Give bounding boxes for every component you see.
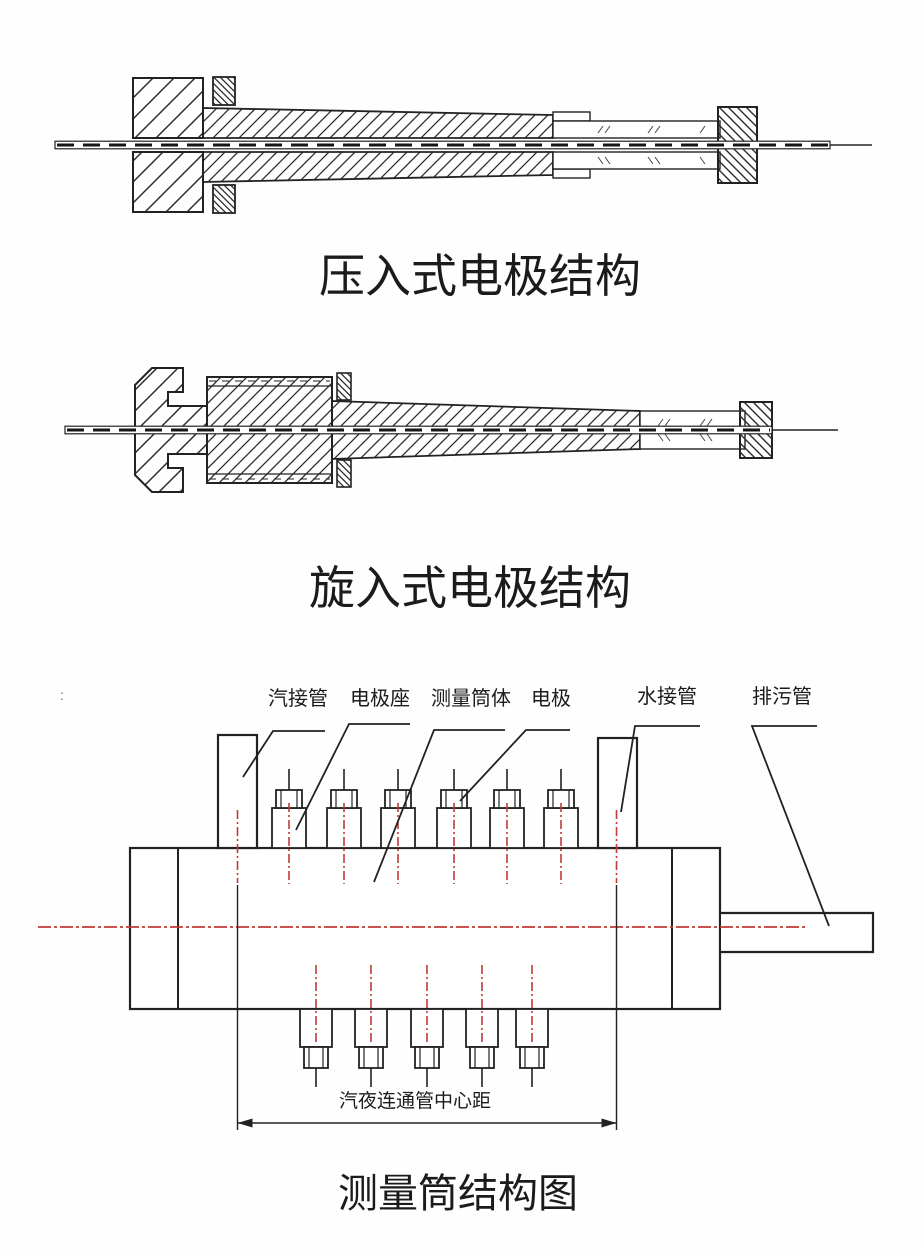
fig1-caption: 压入式电极结构: [319, 251, 641, 302]
dimension-line: [237, 1118, 617, 1128]
sleeve-ticks: [657, 433, 713, 442]
insulator-sleeve: [552, 120, 721, 139]
fig2-bottom-half: [134, 429, 773, 493]
leader-cylinder-body: [373, 729, 505, 883]
label-steam-pipe: 汽接管: [268, 687, 328, 710]
electrode-rod: [54, 140, 872, 150]
electrode-body: [202, 151, 554, 183]
stray-mark: :: [60, 687, 64, 703]
fig1-top-half: [132, 76, 758, 146]
leader-water-pipe: [620, 725, 700, 813]
label-cylinder-body: 测量筒体: [431, 687, 511, 710]
gasket: [212, 76, 236, 106]
hex-head: [134, 367, 208, 431]
insulator-sleeve: [552, 151, 721, 170]
label-electrode: 电极: [531, 687, 571, 710]
screwed-electrode-figure: 旋入式电极结构: [64, 367, 838, 614]
label-drain-pipe: 排污管: [752, 685, 812, 708]
dimension-label: 汽夜连通管中心距: [339, 1090, 491, 1112]
cylinder-body: [128, 846, 722, 1011]
leader-drain-pipe: [750, 725, 830, 927]
electrode-body: [202, 107, 554, 139]
sleeve-ticks: [657, 418, 713, 427]
body-lip: [552, 168, 591, 179]
leader-lines: [242, 723, 830, 927]
electrode-rod: [64, 425, 838, 435]
end-nut: [717, 144, 758, 184]
flange: [132, 77, 204, 139]
drain-pipe: [721, 911, 875, 954]
gasket: [212, 184, 236, 214]
threaded-section: [206, 429, 333, 484]
label-water-pipe: 水接管: [637, 685, 697, 708]
body-lip: [552, 111, 591, 122]
fig2-top-half: [134, 367, 773, 431]
leader-electrode: [459, 729, 570, 802]
leader-steam-pipe: [242, 730, 325, 778]
pressed-electrode-figure: 压入式电极结构: [54, 76, 872, 302]
gasket: [336, 459, 352, 488]
gasket: [336, 372, 352, 401]
threaded-section: [206, 376, 333, 431]
flange: [132, 151, 204, 213]
end-nut: [717, 106, 758, 146]
sleeve-ticks: [597, 125, 706, 134]
leader-electrode-seat: [295, 723, 410, 831]
fig2-caption: 旋入式电极结构: [309, 563, 631, 614]
label-electrode-seat: 电极座: [350, 687, 410, 710]
cylinder-figure: : 汽夜连通管中: [38, 685, 875, 1216]
hex-head: [134, 429, 208, 493]
sleeve-ticks: [597, 156, 706, 165]
end-nut: [739, 401, 773, 431]
fig1-bottom-half: [132, 144, 758, 214]
fig3-title: 测量筒结构图: [338, 1171, 578, 1216]
